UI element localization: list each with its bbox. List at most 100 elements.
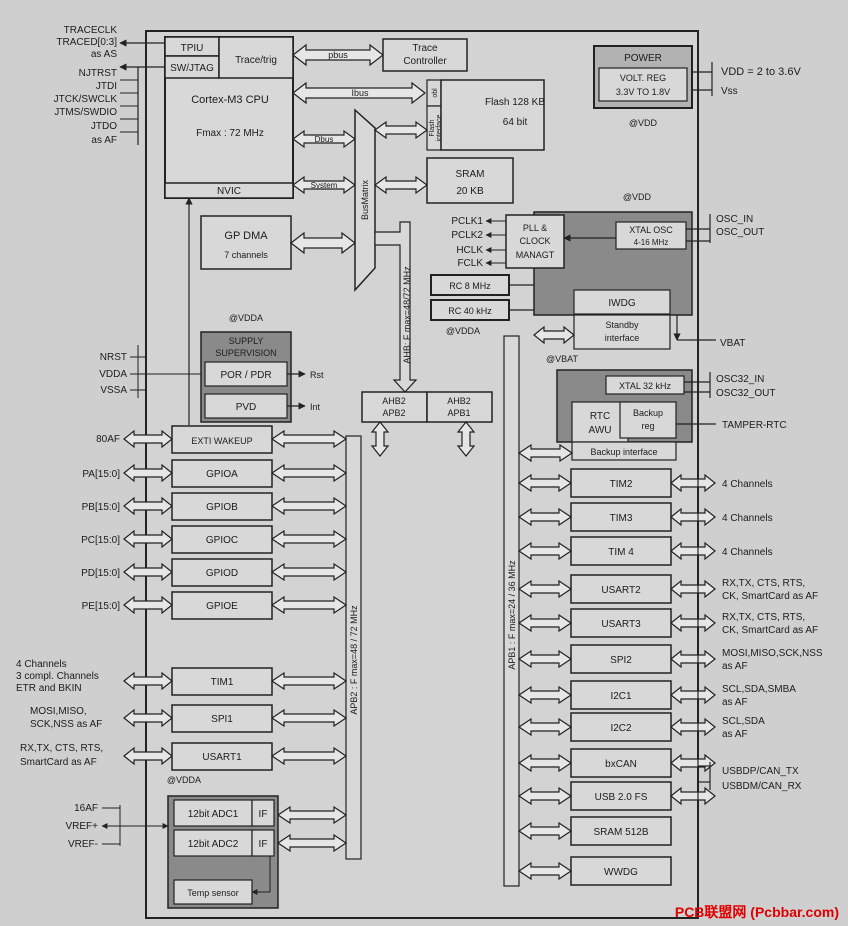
svg-text:RX,TX, CTS, RTS,: RX,TX, CTS, RTS, (20, 743, 103, 754)
apb1-bus-arrow (517, 786, 573, 806)
pbus-label: pbus (328, 50, 348, 60)
svg-text:12bit ADC2: 12bit ADC2 (188, 839, 239, 850)
svg-text:@VDDA: @VDDA (167, 775, 201, 785)
svg-text:RTC: RTC (590, 411, 610, 422)
svg-text:GP DMA: GP DMA (224, 230, 268, 242)
bridge-right-arrow (456, 421, 476, 457)
apb1-bus-arrow (517, 613, 573, 633)
svg-text:SRAM: SRAM (456, 169, 485, 180)
svg-text:POR / PDR: POR / PDR (220, 370, 271, 381)
svg-text:GPIOC: GPIOC (206, 535, 238, 546)
apb1-bus-arrow (517, 753, 573, 773)
svg-text:TAMPER-RTC: TAMPER-RTC (722, 420, 787, 431)
tpiu-label: TPIU (181, 43, 204, 54)
sram-box (426, 157, 514, 204)
svg-text:JTCK/SWCLK: JTCK/SWCLK (54, 94, 118, 105)
svg-text:POWER: POWER (624, 53, 662, 64)
busmatrix-label: BusMatrix (360, 180, 370, 221)
svg-text:MOSI,MISO,: MOSI,MISO, (30, 706, 87, 717)
svg-text:Vss: Vss (721, 86, 738, 97)
svg-text:Backup interface: Backup interface (590, 447, 657, 457)
apb1-bus-arrow (517, 649, 573, 669)
svg-text:Flash: Flash (429, 119, 436, 136)
apb1-io-arrow (670, 541, 716, 561)
svg-text:Standby: Standby (605, 320, 639, 330)
ahb-freq-label: AHB: F max=48/72 MHz (402, 266, 412, 364)
apb1-peripheral-label: TIM2 (610, 479, 633, 490)
swjtag-label: SW/JTAG (170, 63, 214, 74)
svg-text:PB[15:0]: PB[15:0] (82, 502, 121, 513)
svg-text:TRACECLK: TRACECLK (64, 25, 118, 36)
apb1-signal-label: SCL,SDA (722, 716, 765, 727)
left-io-arrows (123, 429, 173, 766)
apb1-signal-label: RX,TX, CTS, RTS, (722, 578, 805, 589)
apb1-peripheral-label: TIM3 (610, 513, 633, 524)
apb1-peripheral-label: SPI2 (610, 655, 632, 666)
apb1-signal-label: RX,TX, CTS, RTS, (722, 612, 805, 623)
svg-text:4-16 MHz: 4-16 MHz (634, 238, 669, 247)
svg-text:PCLK1: PCLK1 (451, 216, 483, 227)
nvic-label: NVIC (217, 186, 241, 197)
svg-text:USBDM/CAN_RX: USBDM/CAN_RX (722, 781, 802, 792)
apb2-peripherals: EXTI WAKEUP GPIOA GPIOB GPIOC GPIOD GPIO… (171, 425, 273, 771)
apb1-bus-arrow (517, 473, 573, 493)
apb1-peripheral-label: USART2 (601, 585, 641, 596)
apb1-bus-arrow (517, 541, 573, 561)
svg-text:GPIOE: GPIOE (206, 601, 238, 612)
apb1-bus-arrow (517, 861, 573, 881)
svg-text:PC[15:0]: PC[15:0] (81, 535, 120, 546)
trace-trig-label: Trace/trig (235, 55, 277, 66)
svg-text:AHB2: AHB2 (447, 396, 471, 406)
flash-box (440, 79, 545, 151)
apb1-signal-label: MOSI,MISO,SCK,NSS (722, 648, 823, 659)
svg-text:@VDDA: @VDDA (446, 326, 480, 336)
svg-text:Int: Int (310, 402, 321, 412)
apb1-signal-label: as AF (722, 729, 748, 740)
svg-text:RC 8 MHz: RC 8 MHz (449, 281, 491, 291)
svg-text:APB1: APB1 (447, 408, 470, 418)
svg-text:interface: interface (605, 333, 640, 343)
svg-text:VOLT. REG: VOLT. REG (620, 73, 666, 83)
svg-text:OSC_OUT: OSC_OUT (716, 227, 764, 238)
svg-text:RC 40 kHz: RC 40 kHz (448, 306, 492, 316)
dma-bus-arrow (290, 231, 356, 255)
svg-text:IF: IF (259, 839, 268, 850)
apb1-peripheral-label: USB 2.0 FS (595, 792, 648, 803)
svg-text:3 compl. Channels: 3 compl. Channels (16, 671, 99, 682)
apb1-signal-label: SCL,SDA,SMBA (722, 684, 796, 695)
flash-bus-arrow (373, 120, 429, 140)
apb1-signal-label: CK, SmartCard as AF (722, 625, 818, 636)
ibus-label: Ibus (351, 88, 369, 98)
apb1-bus (503, 335, 520, 887)
svg-text:20 KB: 20 KB (456, 186, 484, 197)
trace-signals: TRACECLK TRACED[0:3] as AS NJTRST JTDI J… (54, 25, 165, 146)
nvic-box (164, 182, 294, 199)
svg-text:Temp sensor: Temp sensor (187, 888, 239, 898)
svg-text:EXTI WAKEUP: EXTI WAKEUP (191, 436, 252, 446)
svg-text:SUPPLY: SUPPLY (229, 336, 264, 346)
bridge-apb1 (426, 391, 493, 423)
apb1-bus-arrow (517, 507, 573, 527)
svg-text:TIM1: TIM1 (211, 677, 234, 688)
svg-text:12bit ADC1: 12bit ADC1 (188, 809, 239, 820)
apb1-io-arrow (670, 473, 716, 493)
svg-text:VBAT: VBAT (720, 338, 745, 349)
power-block: POWER VOLT. REG 3.3V TO 1.8V @VDD VDD = … (593, 45, 801, 128)
svg-text:GPIOD: GPIOD (206, 568, 238, 579)
usb-can-signals: USBDP/CAN_TX USBDM/CAN_RX (698, 762, 802, 792)
svg-text:reg: reg (641, 421, 654, 431)
trace-trig-box (218, 36, 294, 79)
svg-text:VSSA: VSSA (100, 385, 127, 396)
svg-text:JTMS/SWDIO: JTMS/SWDIO (54, 107, 117, 118)
apb2-left-signals: 4 Channels 3 compl. Channels ETR and BKI… (16, 659, 103, 768)
svg-text:Rst: Rst (310, 370, 324, 380)
svg-text:SPI1: SPI1 (211, 714, 233, 725)
supply-supervision: @VDDA SUPPLY SUPERVISION POR / PDR PVD R… (99, 313, 324, 423)
svg-text:PCLK2: PCLK2 (451, 230, 483, 241)
svg-text:80AF: 80AF (96, 434, 120, 445)
apb1-signal-label: 4 Channels (722, 547, 773, 558)
svg-text:Flash 128 KB: Flash 128 KB (485, 97, 545, 108)
apb1-io-arrow (670, 717, 716, 737)
apb1-io-arrow (670, 579, 716, 599)
